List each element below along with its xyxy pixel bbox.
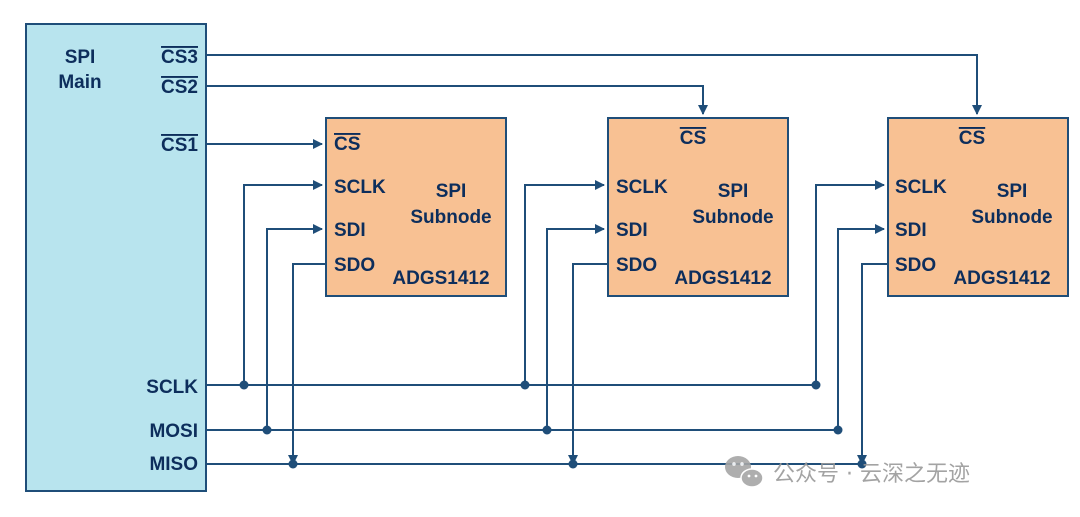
- junction-dot: [857, 459, 867, 469]
- subnode-1-part: ADGS1412: [392, 268, 489, 289]
- main-pin-miso: MISO: [149, 454, 198, 475]
- main-pin-sclk: SCLK: [146, 377, 198, 398]
- subnode-1-sdo-wire: [288, 263, 326, 465]
- subnode-1-title-line2: Subnode: [410, 207, 491, 228]
- junction-dot: [288, 459, 298, 469]
- subnode-3-part: ADGS1412: [953, 268, 1050, 289]
- subnode-2-title-line1: SPI: [718, 181, 749, 202]
- subnode-2-sclk-label: SCLK: [616, 177, 668, 198]
- subnode-1-sdo-label: SDO: [334, 255, 375, 276]
- cs3-wire: [206, 54, 982, 115]
- junction-dot: [568, 459, 578, 469]
- subnode-2-sdi-label: SDI: [616, 220, 648, 241]
- main-pin-cs2: CS2: [161, 77, 198, 98]
- subnode-2-sdo-wire: [568, 263, 608, 465]
- spi-subnode-3: CS SCLK SDI SDO SPI Subnode ADGS1412: [811, 117, 1069, 469]
- subnode-1-sclk-wire: [243, 180, 323, 385]
- subnode-1-sdi-label: SDI: [334, 220, 366, 241]
- subnode-3-title-line1: SPI: [997, 181, 1028, 202]
- subnode-1-title-line1: SPI: [436, 181, 467, 202]
- subnode-1-box: [325, 117, 507, 297]
- subnode-3-sclk-wire: [815, 180, 885, 385]
- subnode-2-cs-label: CS: [680, 128, 706, 149]
- junction-dot: [520, 380, 530, 390]
- subnode-2-box: [607, 117, 789, 297]
- subnode-1-cs-label: CS: [334, 134, 360, 155]
- main-pin-mosi: MOSI: [149, 421, 198, 442]
- watermark: 公众号 · 云深之无迹: [725, 456, 970, 488]
- spi-subnode-1: CS SCLK SDI SDO SPI Subnode ADGS1412: [239, 117, 507, 469]
- wechat-icon: [725, 456, 764, 488]
- subnode-2-sclk-wire: [524, 180, 605, 385]
- subnode-3-sdo-wire: [857, 263, 888, 465]
- spi-main-title-line2: Main: [58, 72, 101, 93]
- spi-subnode-2: CS SCLK SDI SDO SPI Subnode ADGS1412: [520, 117, 789, 469]
- junction-dot: [542, 425, 552, 435]
- bus-lines: [206, 384, 862, 465]
- subnode-2-part: ADGS1412: [674, 268, 771, 289]
- spi-main-block: SPI Main CS3 CS2 CS1 SCLK MOSI MISO: [25, 23, 207, 492]
- subnode-3-sdi-label: SDI: [895, 220, 927, 241]
- subnode-3-sdo-label: SDO: [895, 255, 936, 276]
- subnode-1-sclk-label: SCLK: [334, 177, 386, 198]
- chip-select-wires: [206, 54, 982, 149]
- main-pin-cs1: CS1: [161, 135, 198, 156]
- subnode-2-sdo-label: SDO: [616, 255, 657, 276]
- junction-dot: [833, 425, 843, 435]
- subnode-3-box: [887, 117, 1069, 297]
- subnode-3-sdi-wire: [837, 224, 885, 430]
- junction-dot: [262, 425, 272, 435]
- cs2-wire: [206, 85, 708, 115]
- subnode-3-sclk-label: SCLK: [895, 177, 947, 198]
- spi-main-box: [25, 23, 207, 492]
- watermark-text: 公众号 · 云深之无迹: [773, 462, 970, 487]
- subnode-1-sdi-wire: [266, 224, 323, 430]
- spi-main-title-line1: SPI: [65, 47, 96, 68]
- subnode-3-title-line2: Subnode: [971, 207, 1052, 228]
- main-pin-cs3: CS3: [161, 47, 198, 68]
- junction-dot: [811, 380, 821, 390]
- subnode-2-sdi-wire: [546, 224, 605, 430]
- subnode-3-cs-label: CS: [959, 128, 985, 149]
- junction-dot: [239, 380, 249, 390]
- subnode-2-title-line2: Subnode: [692, 207, 773, 228]
